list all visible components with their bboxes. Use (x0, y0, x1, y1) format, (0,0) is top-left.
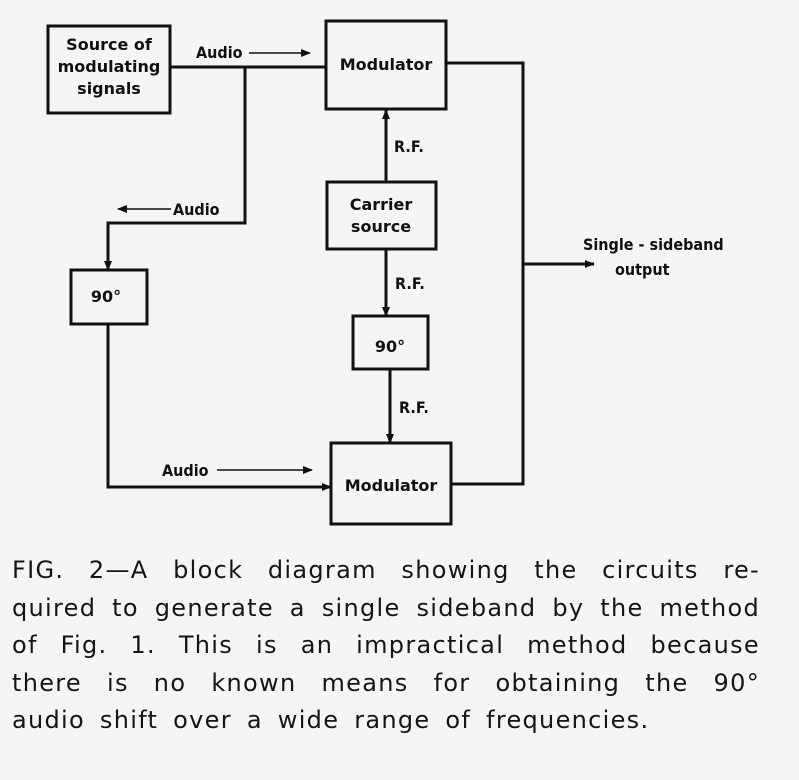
rf-phase-shift-block: 90° (351, 314, 430, 371)
carrier-label-1: Carrier (350, 195, 413, 214)
caption-line: quired to generate a single sideband by … (12, 593, 760, 622)
source-label-1: Source of (66, 35, 153, 54)
caption-line: audio shift over a wide range of frequen… (12, 706, 650, 734)
audio-bottom-label: Audio (162, 461, 209, 480)
modulator-bottom-block: Modulator (329, 441, 453, 526)
carrier-source-block: Carrier source (325, 180, 438, 251)
audio-phase-shift-block: 90° (69, 268, 149, 326)
output-label-2: output (615, 260, 670, 279)
output-label-1: Single - sideband (583, 235, 724, 254)
audio-top-label: Audio (196, 43, 243, 62)
modulator-top-label: Modulator (340, 55, 433, 74)
carrier-label-2: source (351, 217, 411, 236)
rf-bottom-label: R.F. (399, 398, 429, 417)
caption-line: FIG. 2—A block diagram showing the circu… (12, 556, 760, 584)
source-label-2: modulating (58, 57, 161, 76)
modulator-bottom-label: Modulator (345, 476, 438, 495)
rf-top-label: R.F. (394, 137, 424, 156)
audio-wire-bottom (106, 324, 332, 491)
rf-mid-label: R.F. (395, 274, 425, 293)
audio-branch-wire (104, 67, 247, 271)
modulator-top-output-wire (446, 61, 525, 486)
source-block: Source of modulating signals (46, 24, 172, 115)
modulator-top-block: Modulator (324, 19, 448, 111)
rf-shift-label: 90° (375, 337, 405, 356)
caption-line: of Fig. 1. This is an impractical method… (12, 631, 760, 659)
audio-branch-label: Audio (173, 200, 220, 219)
block-diagram: Source of modulating signals Modulator C… (46, 19, 724, 526)
figure-caption: FIG. 2—A block diagram showing the circu… (12, 552, 760, 740)
source-label-3: signals (77, 79, 141, 98)
audio-shift-label: 90° (91, 287, 121, 306)
caption-line: there is no known means for obtaining th… (12, 668, 760, 697)
